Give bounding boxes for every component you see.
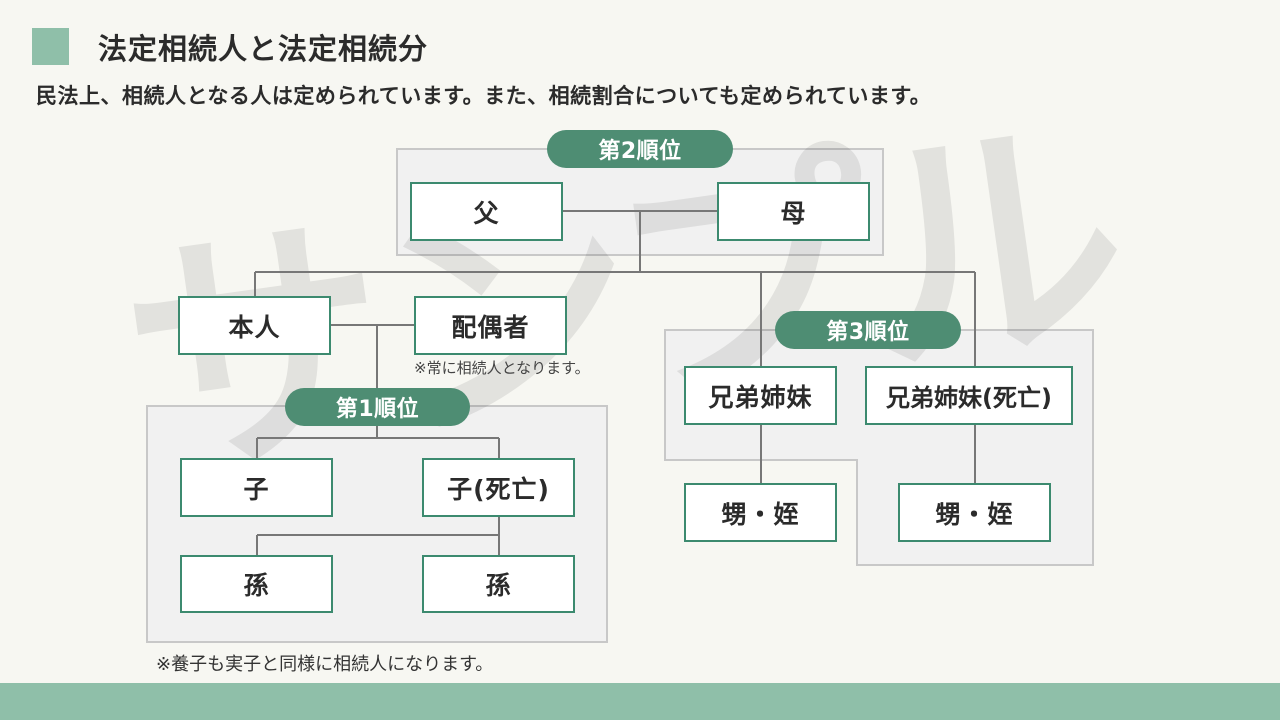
child-node: 子 — [180, 458, 333, 517]
rank1-label: 第1順位 — [285, 388, 470, 426]
spouse-node: 配偶者 — [414, 296, 567, 355]
adoption-note: ※養子も実子と同様に相続人になります。 — [156, 654, 494, 675]
father-node: 父 — [410, 182, 563, 241]
rank2-label: 第2順位 — [547, 130, 733, 168]
page-subtitle: 民法上、相続人となる人は定められています。また、相続割合についても定められていま… — [36, 84, 932, 108]
child-deceased-node: 子(死亡) — [422, 458, 575, 517]
mother-node: 母 — [717, 182, 870, 241]
self-node: 本人 — [178, 296, 331, 355]
nephew-niece-node-2: 甥・姪 — [898, 483, 1051, 542]
footer-band — [0, 683, 1280, 720]
siblings-deceased-node: 兄弟姉妹(死亡) — [865, 366, 1073, 425]
grandchild-node-1: 孫 — [180, 555, 333, 613]
nephew-niece-node-1: 甥・姪 — [684, 483, 837, 542]
spouse-note: ※常に相続人となります。 — [414, 359, 590, 377]
grandchild-node-2: 孫 — [422, 555, 575, 613]
title-accent-square — [32, 28, 69, 65]
siblings-node: 兄弟姉妹 — [684, 366, 837, 425]
page-title: 法定相続人と法定相続分 — [98, 32, 429, 66]
rank3-label: 第3順位 — [775, 311, 961, 349]
